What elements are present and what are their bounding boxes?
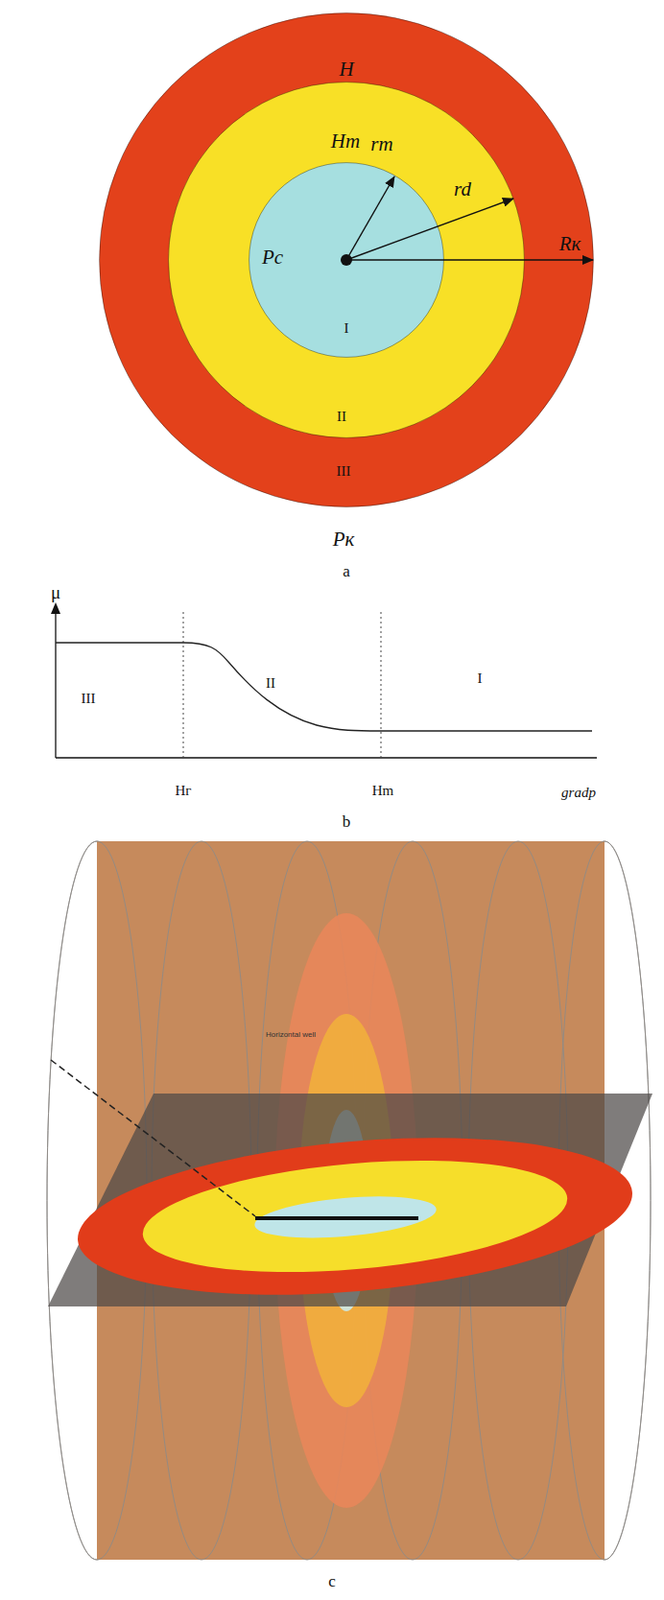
zone-number: I xyxy=(344,321,350,336)
zone-label: H xyxy=(338,59,354,80)
zone-number: III xyxy=(81,691,96,707)
viscosity-chart xyxy=(50,602,597,759)
horizontal-well-3d xyxy=(47,841,653,1561)
panel-letter: b xyxy=(342,813,352,830)
panel-letter: a xyxy=(342,563,351,580)
zone-number: II xyxy=(265,676,276,691)
zone-label: Hm xyxy=(331,131,360,152)
radius-arrows xyxy=(0,0,664,634)
axis-label: gradp xyxy=(561,785,596,801)
zone-number: I xyxy=(477,671,483,687)
axis-label: μ xyxy=(50,583,61,602)
zone-number: III xyxy=(336,464,352,479)
threshold-label: Hг xyxy=(175,783,192,799)
threshold-label: Hm xyxy=(372,783,395,799)
radius-label: rd xyxy=(453,179,472,200)
zone-number: II xyxy=(336,409,347,425)
well-label: Horizontal well xyxy=(265,1031,316,1040)
panel-letter: c xyxy=(328,1573,336,1590)
pressure-label: Pк xyxy=(332,529,356,550)
pressure-label: Pc xyxy=(261,247,284,268)
radius-label: Rк xyxy=(559,234,582,255)
radius-label: rm xyxy=(370,134,393,155)
